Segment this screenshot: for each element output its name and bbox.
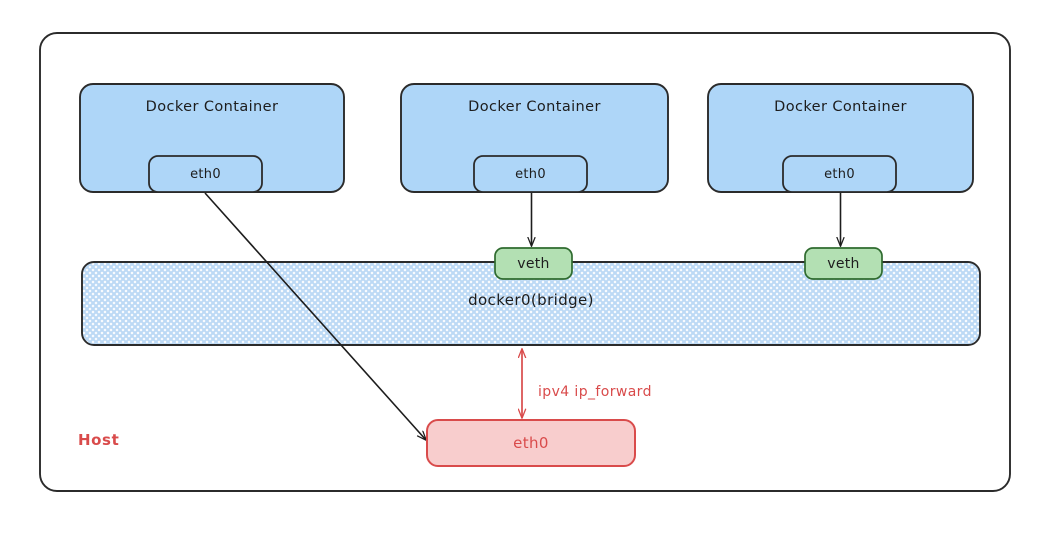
veth-box-2[interactable] [804, 247, 883, 280]
host-eth0-box[interactable] [426, 419, 636, 467]
connector-container1-to-host-eth0 [204, 192, 426, 440]
container-2-eth0-box[interactable] [473, 155, 588, 193]
veth-box-1[interactable] [494, 247, 573, 280]
container-1-eth0-box[interactable] [148, 155, 263, 193]
container-3-eth0-box[interactable] [782, 155, 897, 193]
